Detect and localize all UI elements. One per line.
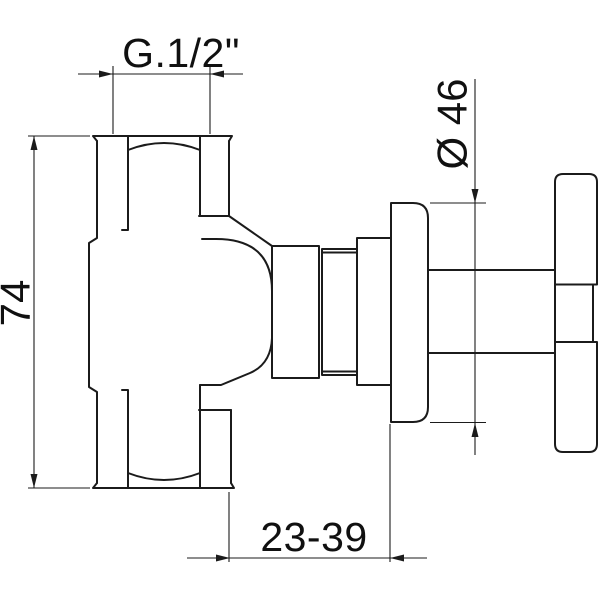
diameter-arrow-bottom [471,423,479,437]
threaded-collar [321,248,358,376]
top-thread-socket [121,135,201,231]
dimension-thread-size: G.1/2" [78,30,243,134]
body-left-wall [88,140,98,484]
stem-bushing [356,237,392,386]
flange-outline [390,202,429,423]
thread-arrow-left [99,70,113,78]
dimension-flange-diameter: Ø 46 [429,78,486,455]
depth-arrow-left [216,554,230,562]
depth-extension-lines [228,424,391,562]
handle-hub [554,283,594,343]
body-bottom-face [92,482,235,489]
dimension-body-height: 74 [0,135,90,489]
dimension-mounting-depth: 23-39 [187,424,427,562]
height-extension-lines [28,135,90,489]
thread-arrow-right [210,70,224,78]
thread-size-label: G.1/2" [122,30,240,76]
diameter-extension-lines [430,202,486,424]
bottom-thread-socket [121,384,201,489]
height-arrow-top [30,136,38,150]
top-cone-shoulder [198,215,273,292]
valve-stem [427,269,556,354]
height-arrow-bottom [30,474,38,488]
cartridge-assembly [271,237,392,386]
body-height-label: 74 [0,280,39,327]
handle-top-arm [554,173,598,286]
cross-handle [554,173,598,453]
body-top-face [92,135,233,142]
mounting-depth-label: 23-39 [260,514,367,560]
flange-diameter-label: Ø 46 [429,78,476,169]
diameter-arrow-top [471,189,479,203]
bottom-cone-shoulder [198,337,273,411]
stem-outline [427,269,556,354]
depth-arrow-right [390,554,404,562]
cartridge-housing [271,245,320,379]
escutcheon-flange [390,202,429,423]
thread-extension-lines [112,66,211,134]
valve-body [88,135,273,489]
handle-bottom-arm [554,341,598,453]
